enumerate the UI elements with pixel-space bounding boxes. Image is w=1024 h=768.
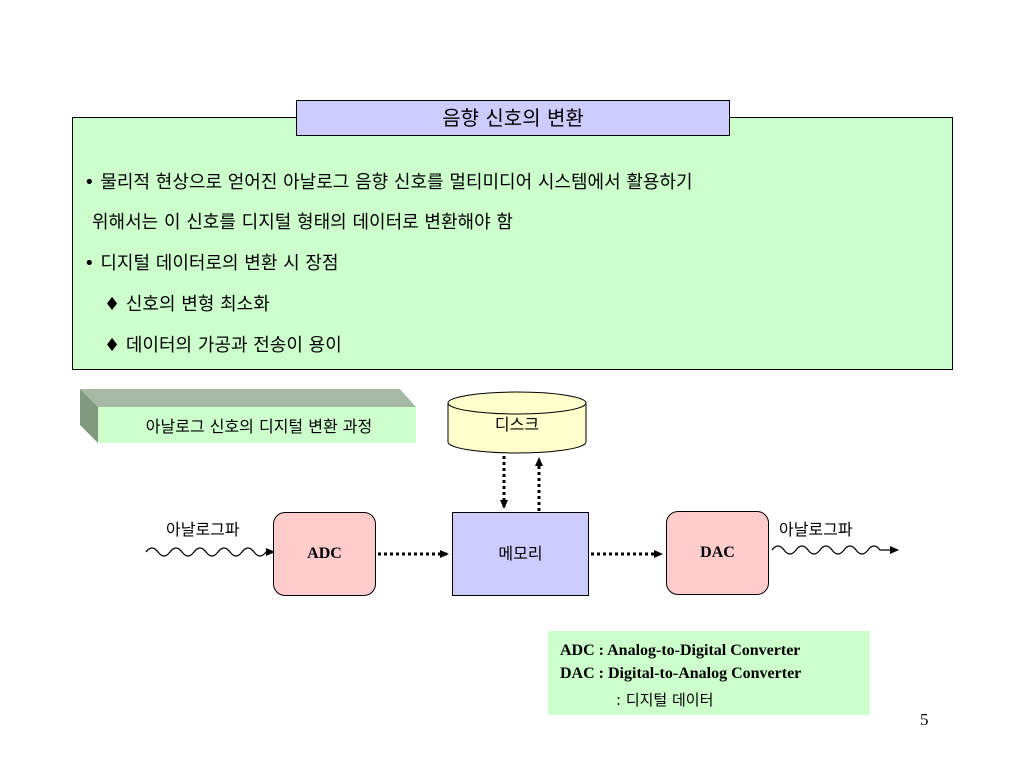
bullet-2: • 디지털 데이터로의 변환 시 장점 <box>84 252 339 276</box>
analog-out-label: 아날로그파 <box>779 520 853 539</box>
disk-cylinder <box>447 391 587 454</box>
legend-digital-data: : 디지털 데이터 <box>616 691 714 709</box>
legend-box <box>548 631 870 715</box>
diamond-icon: ♦ <box>104 294 121 315</box>
page-number: 5 <box>920 710 929 729</box>
content-box <box>72 117 953 370</box>
slide-title: 음향 신호의 변환 <box>296 100 730 136</box>
bullet-1-continuation: 위해서는 이 신호를 디지털 형태의 데이터로 변환해야 함 <box>92 211 513 235</box>
diamond-icon: ♦ <box>104 335 121 356</box>
bullet-text: 신호의 변형 최소화 <box>125 294 270 315</box>
sub-bullet-1: ♦ 신호의 변형 최소화 <box>104 293 270 317</box>
analog-in-label: 아날로그파 <box>166 520 240 539</box>
bullet-marker: • <box>84 253 95 274</box>
bullet-1: • 물리적 현상으로 얻어진 아날로그 음향 신호를 멀티미디어 시스템에서 활… <box>84 171 693 195</box>
analog-in-wave <box>145 547 275 557</box>
bullet-text: 데이터의 가공과 전송이 용이 <box>125 335 342 356</box>
analog-out-wave <box>771 545 899 555</box>
bullet-text: 물리적 현상으로 얻어진 아날로그 음향 신호를 멀티미디어 시스템에서 활용하… <box>100 172 693 193</box>
adc-label: ADC <box>307 545 342 562</box>
disk-label: 디스크 <box>494 415 540 434</box>
legend-adc: ADC : Analog-to-Digital Converter <box>560 642 801 659</box>
bullet-marker: • <box>84 172 95 193</box>
bullet-text: 디지털 데이터로의 변환 시 장점 <box>100 253 339 274</box>
dac-node: DAC <box>666 511 769 595</box>
memory-node: 메모리 <box>452 512 589 596</box>
legend-dac: DAC : Digital-to-Analog Converter <box>560 665 802 682</box>
sub-bullet-2: ♦ 데이터의 가공과 전송이 용이 <box>104 334 342 358</box>
adc-node: ADC <box>273 512 376 596</box>
dac-label: DAC <box>700 544 735 561</box>
memory-label: 메모리 <box>498 544 543 563</box>
bullet-text: 위해서는 이 신호를 디지털 형태의 데이터로 변환해야 함 <box>92 212 513 233</box>
section-label: 아날로그 신호의 디지털 변환 과정 <box>145 417 373 436</box>
